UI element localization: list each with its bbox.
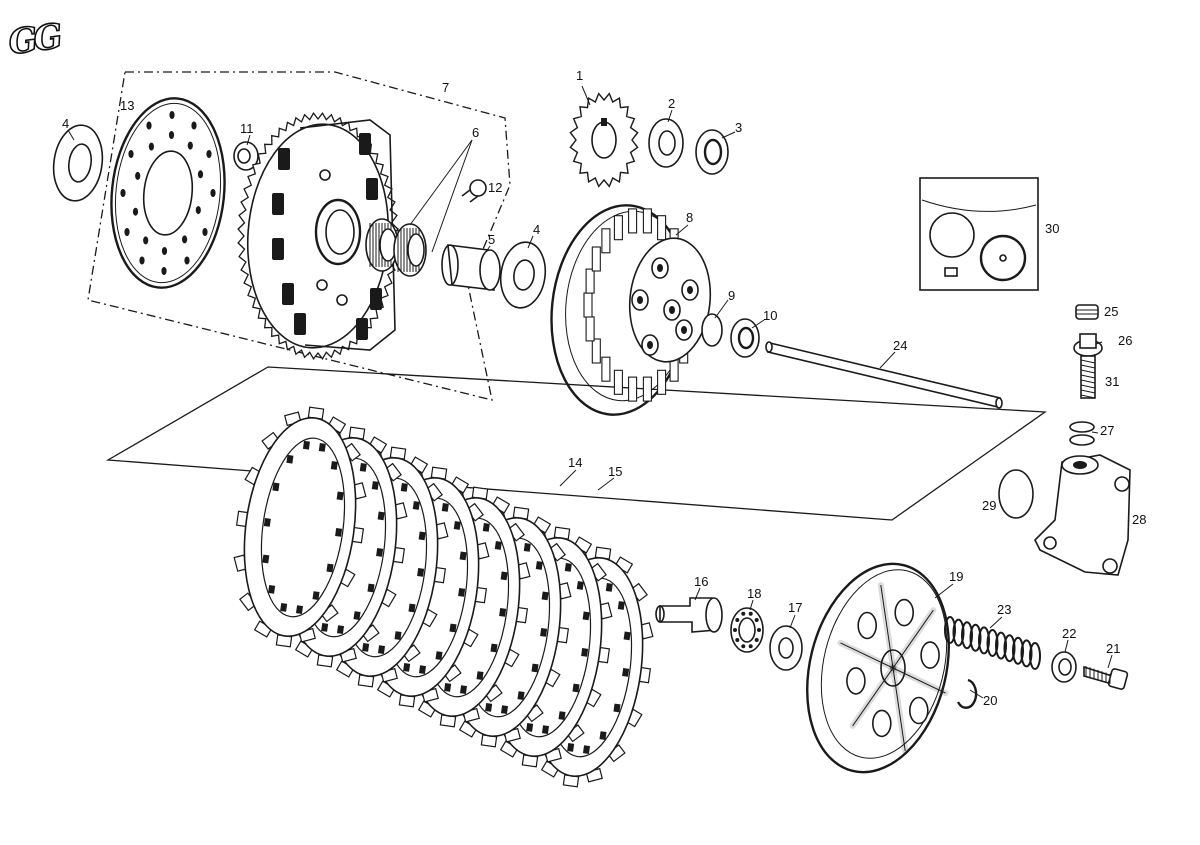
washer-part-4: [52, 124, 104, 202]
pressure-mushroom-part-16: [655, 597, 723, 633]
callout-14: 14: [568, 455, 582, 470]
leader-lines: [67, 85, 1113, 699]
callout-21: 21: [1106, 641, 1120, 656]
callout-12: 12: [488, 180, 502, 195]
callout-22: 22: [1062, 626, 1076, 641]
cap-part-25: [1075, 304, 1099, 320]
plates-group-outline: [105, 366, 1047, 521]
callout-17: 17: [788, 600, 802, 615]
callout-4-right: 4: [533, 222, 540, 237]
brand-logo-text: GG: [6, 16, 64, 63]
callout-16: 16: [694, 574, 708, 589]
callout-19: 19: [949, 569, 963, 584]
callout-15: 15: [608, 464, 622, 479]
clutch-basket-part-7: [237, 112, 399, 360]
basket-group-outline: [87, 71, 511, 401]
callout-labels: 1 2 3 4 4 5 6 7 8 9 10 11 12 13 14 15 16…: [62, 68, 1146, 708]
gasket-kit-part-30: [919, 177, 1039, 291]
callout-18: 18: [747, 586, 761, 601]
callout-25: 25: [1104, 304, 1118, 319]
callout-26: 26: [1118, 333, 1132, 348]
sleeve-part-5: [441, 244, 501, 291]
callout-9: 9: [728, 288, 735, 303]
bolt-part-21: [1083, 665, 1129, 690]
callout-5: 5: [488, 232, 495, 247]
friction-disc-part-13: [110, 97, 226, 289]
callout-31: 31: [1105, 374, 1119, 389]
adjuster-screw-part-26: [1073, 333, 1103, 399]
callout-30: 30: [1045, 221, 1059, 236]
o-ring-part-27: [1069, 421, 1095, 446]
callout-11: 11: [240, 121, 254, 136]
inner-hub-part-8: [550, 204, 712, 416]
hub-nut-part-10: [730, 318, 760, 358]
callout-27: 27: [1100, 423, 1114, 438]
lock-washer-part-9: [701, 313, 723, 347]
circlip-part-20: [956, 678, 978, 709]
clutch-spring-part-23: [944, 616, 1041, 670]
callout-28: 28: [1132, 512, 1146, 527]
gear-part-1: [569, 92, 639, 188]
callout-3: 3: [735, 120, 742, 135]
callout-10: 10: [763, 308, 777, 323]
release-housing-part-28: [1034, 454, 1131, 576]
washer-part-4-right: [499, 241, 547, 309]
bushing-part-3: [695, 129, 729, 175]
brand-logo: GG: [5, 15, 65, 64]
callout-4-left: 4: [62, 116, 69, 131]
callout-24: 24: [893, 338, 907, 353]
callout-20: 20: [983, 693, 997, 708]
pin-part-12: [461, 179, 487, 203]
nut-part-11: [233, 141, 259, 171]
needle-bearing-part-6: [365, 218, 427, 277]
washer-part-2: [648, 118, 684, 168]
callout-7: 7: [442, 80, 449, 95]
callout-8: 8: [686, 210, 693, 225]
pressure-plate-part-19: [806, 562, 950, 774]
callout-6: 6: [472, 125, 479, 140]
callout-29: 29: [982, 498, 996, 513]
washer-part-17: [769, 625, 803, 671]
callout-13: 13: [120, 98, 134, 113]
push-rod-part-24: [765, 341, 1003, 409]
thrust-bearing-part-18: [730, 607, 764, 653]
clutch-plate-stack-part-14-15: [233, 406, 654, 788]
spacer-part-22: [1051, 651, 1077, 683]
callout-2: 2: [668, 96, 675, 111]
o-ring-part-29: [998, 469, 1034, 519]
callout-23: 23: [997, 602, 1011, 617]
callout-1: 1: [576, 68, 583, 83]
